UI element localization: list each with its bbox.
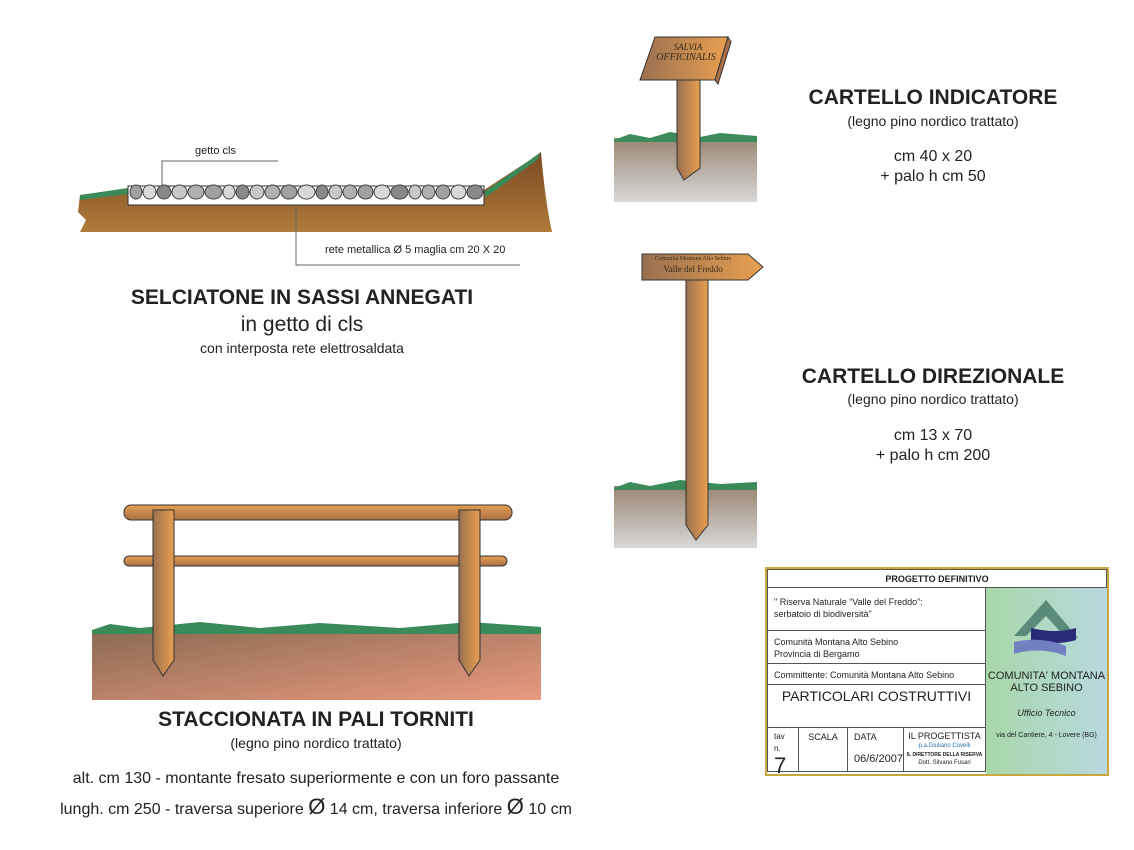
selciatone-drawing	[78, 152, 552, 266]
stone	[466, 184, 484, 200]
label-rete-metallica: rete metallica Ø 5 maglia cm 20 X 20	[325, 244, 506, 256]
stone	[142, 184, 157, 200]
stone	[408, 184, 422, 200]
stone	[249, 184, 265, 200]
tb-office: Ufficio Tecnico	[1017, 708, 1076, 718]
indicatore-title: CARTELLO INDICATORE	[808, 86, 1058, 109]
stone	[435, 184, 451, 200]
stone	[204, 184, 223, 200]
stone	[315, 184, 329, 200]
tb-data-value: 06/6/2007	[854, 753, 903, 765]
tb-project: " Riserva Naturale “Valle del Freddo”: se…	[767, 587, 986, 631]
stone	[235, 184, 250, 200]
dir-sign-text-2: Valle del Freddo	[663, 264, 723, 274]
tb-entity-2: Provincia di Bergamo	[774, 649, 860, 659]
tb-scala: SCALA	[798, 727, 848, 772]
tb-director-name: Dott. Silvano Fusari	[918, 760, 971, 766]
diameter-symbol: Ø	[308, 794, 326, 819]
line2-c: 10 cm	[528, 801, 572, 818]
staccionata-drawing	[92, 504, 541, 700]
tb-subject: PARTICOLARI COSTRUTTIVI	[767, 684, 986, 728]
direzionale-size: cm 13 x 70	[893, 427, 973, 444]
tb-designer-name: p.a.Giuliano Covelli	[918, 743, 971, 749]
staccionata-line2: lungh. cm 250 - traversa superiore Ø 14 …	[60, 794, 572, 820]
tb-designer: IL PROGETTISTA p.a.Giuliano Covelli IL DIR…	[903, 727, 986, 772]
stone	[342, 184, 358, 200]
stone	[222, 184, 236, 200]
staccionata-title: STACCIONATA IN PALI TORNITI	[158, 708, 474, 731]
direzionale-material: (legno pino nordico trattato)	[847, 391, 1019, 407]
stone	[171, 184, 188, 200]
title-block: PROGETTO DEFINITIVO " Riserva Naturale “…	[765, 567, 1109, 777]
tb-tav-label: tav n.	[774, 732, 785, 753]
stone	[187, 184, 205, 200]
tb-data: DATA 06/6/2007	[847, 727, 904, 772]
tb-tav: tav n.7	[767, 727, 799, 777]
label-getto-cls: getto cls	[195, 145, 236, 157]
line2-a: lungh. cm 250 - traversa superiore	[60, 801, 304, 818]
tb-client: Committente: Comunità Montana Alto Sebin…	[767, 663, 986, 685]
stone	[421, 184, 436, 200]
tb-project-1: " Riserva Naturale “Valle del Freddo”:	[774, 597, 923, 607]
selciatone-note: con interposta rete elettrosaldata	[200, 340, 404, 356]
stone	[373, 184, 391, 200]
stone	[297, 184, 316, 200]
line2-b: 14 cm, traversa inferiore	[329, 801, 503, 818]
stone	[450, 184, 467, 200]
cartello-indicatore-drawing	[614, 35, 757, 202]
sign-text-1: SALVIA	[673, 42, 703, 52]
cartello-direzionale-drawing	[614, 253, 764, 548]
stone	[328, 184, 343, 200]
tb-org-1: COMUNITA' MONTANA	[987, 670, 1106, 682]
diameter-symbol: Ø	[506, 794, 524, 819]
indicatore-size: cm 40 x 20	[893, 148, 973, 165]
stone	[129, 184, 143, 200]
dir-sign-text-1: Comunità Montana Alto Sebino	[654, 256, 732, 262]
tb-designer-label: IL PROGETTISTA	[908, 731, 981, 741]
tb-org-2: ALTO SEBINO	[1010, 682, 1083, 694]
tb-entity-1: Comunità Montana Alto Sebino	[774, 637, 899, 647]
stone	[280, 184, 298, 200]
indicatore-material: (legno pino nordico trattato)	[847, 113, 1019, 129]
tb-tav-value: 7	[774, 753, 787, 778]
direzionale-post: + palo h cm 200	[875, 447, 991, 464]
selciatone-subtitle: in getto di cls	[240, 313, 364, 336]
stone	[264, 184, 281, 200]
sign-text-2: OFFICINALIS	[656, 52, 716, 63]
staccionata-material: (legno pino nordico trattato)	[230, 735, 402, 751]
tb-header: PROGETTO DEFINITIVO	[767, 569, 1107, 588]
selciatone-title: SELCIATONE IN SASSI ANNEGATI	[130, 286, 474, 309]
tb-address: via del Cantiere, 4 - Lovere (BG)	[996, 732, 1097, 739]
stone	[390, 184, 409, 200]
logo-icon	[1014, 600, 1078, 656]
stone	[357, 184, 374, 200]
direzionale-title: CARTELLO DIREZIONALE	[801, 365, 1065, 388]
tb-director-label: IL DIRETTORE DELLA RISERVA	[906, 752, 983, 758]
staccionata-line1: alt. cm 130 - montante fresato superiorm…	[72, 770, 560, 787]
indicatore-post: + palo h cm 50	[880, 168, 986, 185]
tb-data-label: DATA	[854, 732, 877, 742]
tb-project-2: serbatoio di biodiversità"	[774, 609, 872, 619]
stone	[156, 184, 172, 200]
tb-logo-panel: COMUNITA' MONTANA ALTO SEBINO Ufficio Te…	[986, 588, 1107, 774]
